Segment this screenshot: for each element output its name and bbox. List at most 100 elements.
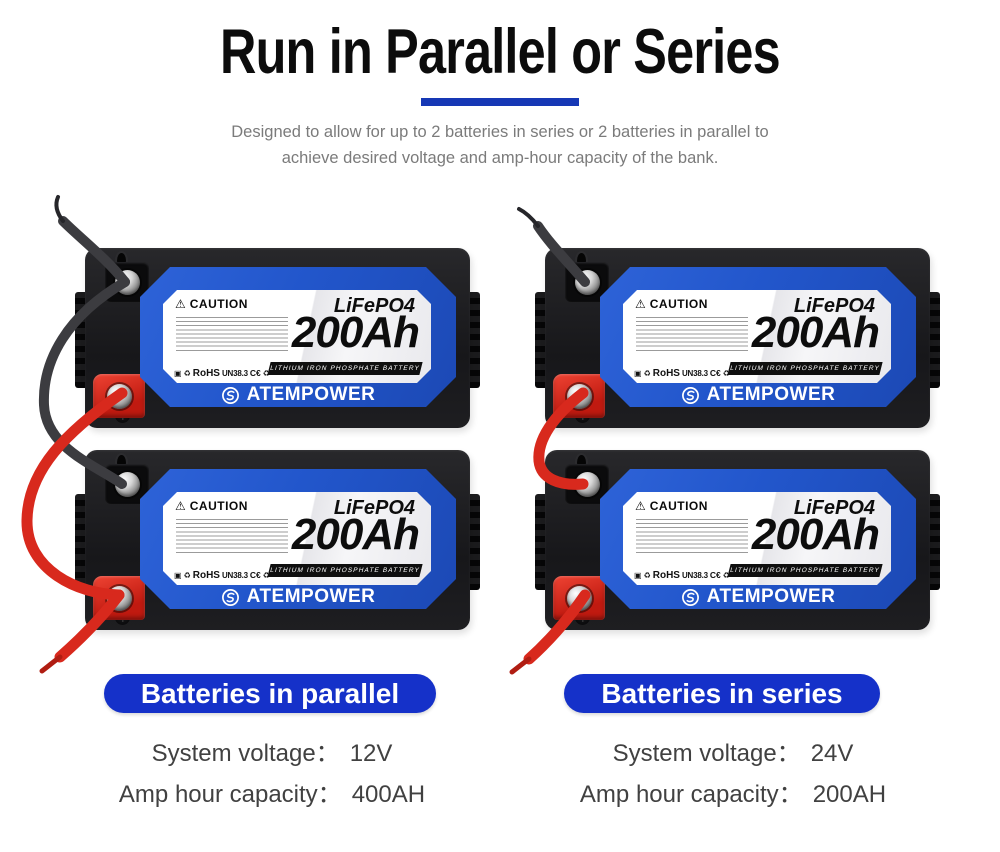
terminal-screw-icon <box>106 383 132 409</box>
caution-title: CAUTION <box>189 499 248 513</box>
brand-name: ATEMPOWER <box>706 586 836 607</box>
brand-logo: ATEMPOWER <box>140 586 456 608</box>
battery-type-bar: LITHIUM IRON PHOSPHATE BATTERY <box>267 362 422 375</box>
brand-name: ATEMPOWER <box>246 384 376 405</box>
cable-black-loose-right-tip <box>517 207 540 228</box>
caution-title: CAUTION <box>649 499 708 513</box>
spec-value: 12V <box>349 740 393 767</box>
ce-mark: C€ <box>249 570 261 580</box>
battery-type-text: LITHIUM IRON PHOSPHATE BATTERY <box>269 365 421 372</box>
fine-print <box>176 519 288 556</box>
title-divider <box>421 98 579 107</box>
certification-row: ▣ ♻ RoHS UN38.3 C€ ♻ <box>634 368 730 379</box>
certification-row: ▣ ♻ RoHS UN38.3 C€ ♻ <box>174 368 270 379</box>
un38-3-mark: UN38.3 <box>681 369 708 378</box>
battery-type-bar: LITHIUM IRON PHOSPHATE BATTERY <box>727 362 882 375</box>
label-panel: ⚠ CAUTION ▣ ♻ RoHS UN38.3 C€ ♻ LiFePO4 2… <box>140 469 456 609</box>
recycle-icon: ♻ <box>183 571 191 580</box>
label-panel: ⚠ CAUTION ▣ ♻ RoHS UN38.3 C€ ♻ LiFePO4 2… <box>600 267 916 407</box>
capacity-label: 200Ah <box>291 308 419 357</box>
battery-parallel-bottom: ⚠ CAUTION ▣ ♻ RoHS UN38.3 C€ ♻ LiFePO4 2… <box>75 450 480 630</box>
battery: ⚠ CAUTION ▣ ♻ RoHS UN38.3 C€ ♻ LiFePO4 2… <box>535 248 940 428</box>
rohs-mark: RoHS <box>652 368 680 379</box>
atempower-logo-icon <box>681 588 700 607</box>
terminal-screw-icon <box>566 383 592 409</box>
brand-name: ATEMPOWER <box>706 384 836 405</box>
caution-title: CAUTION <box>189 297 248 311</box>
warning-triangle-icon: ⚠ <box>175 499 186 513</box>
atempower-logo-icon <box>681 386 700 405</box>
battery-series-top: ⚠ CAUTION ▣ ♻ RoHS UN38.3 C€ ♻ LiFePO4 2… <box>535 248 940 428</box>
header: Run in Parallel or Series Designed to al… <box>0 0 1000 172</box>
chemistry-label: LiFePO4 <box>333 497 415 519</box>
battery: ⚠ CAUTION ▣ ♻ RoHS UN38.3 C€ ♻ LiFePO4 2… <box>75 450 480 630</box>
caution-heading: ⚠ CAUTION <box>635 499 708 513</box>
ce-mark: C€ <box>709 570 721 580</box>
atempower-logo-icon <box>221 588 240 607</box>
terminal-screw-icon <box>106 585 132 611</box>
un38-3-mark: UN38.3 <box>221 571 248 580</box>
spec-amp-hour: Amp hour capacity： 200AH <box>523 774 943 809</box>
positive-terminal <box>93 374 145 418</box>
chemistry-label: LiFePO4 <box>793 497 875 519</box>
product-label: ⚠ CAUTION ▣ ♻ RoHS UN38.3 C€ ♻ LiFePO4 2… <box>163 492 431 585</box>
terminal-screw-icon <box>574 471 600 497</box>
spec-label: Amp hour capacity： <box>579 781 803 808</box>
warning-triangle-icon: ⚠ <box>635 499 646 513</box>
product-label: ⚠ CAUTION ▣ ♻ RoHS UN38.3 C€ ♻ LiFePO4 2… <box>163 290 431 383</box>
chemistry-label: LiFePO4 <box>793 295 875 317</box>
recycle-icon: ♻ <box>262 369 270 378</box>
capacity-label: 200Ah <box>751 510 879 559</box>
capacity-label: 200Ah <box>291 510 419 559</box>
recycle-icon: ♻ <box>643 571 651 580</box>
subtitle: Designed to allow for up to 2 batteries … <box>0 119 1000 172</box>
page-title: Run in Parallel or Series <box>220 17 781 87</box>
un38-3-mark: UN38.3 <box>221 369 248 378</box>
parallel-badge: Batteries in parallel <box>104 674 436 713</box>
battery-series-bottom: ⚠ CAUTION ▣ ♻ RoHS UN38.3 C€ ♻ LiFePO4 2… <box>535 450 940 630</box>
spec-value: 200AH <box>812 781 887 808</box>
brand-logo: ATEMPOWER <box>140 384 456 406</box>
label-panel: ⚠ CAUTION ▣ ♻ RoHS UN38.3 C€ ♻ LiFePO4 2… <box>600 469 916 609</box>
atempower-logo-icon <box>221 386 240 405</box>
certification-row: ▣ ♻ RoHS UN38.3 C€ ♻ <box>634 570 730 581</box>
weee-bin-icon: ▣ <box>174 369 182 378</box>
rohs-mark: RoHS <box>192 570 220 581</box>
brand-name: ATEMPOWER <box>246 586 376 607</box>
weee-bin-icon: ▣ <box>174 571 182 580</box>
certification-row: ▣ ♻ RoHS UN38.3 C€ ♻ <box>174 570 270 581</box>
product-label: ⚠ CAUTION ▣ ♻ RoHS UN38.3 C€ ♻ LiFePO4 2… <box>623 492 891 585</box>
caution-heading: ⚠ CAUTION <box>175 297 248 311</box>
weee-bin-icon: ▣ <box>634 571 642 580</box>
battery-parallel-top: ⚠ CAUTION ▣ ♻ RoHS UN38.3 C€ ♻ LiFePO4 2… <box>75 248 480 428</box>
series-specs: System voltage：24V Amp hour capacity：200… <box>523 733 943 815</box>
positive-terminal <box>93 576 145 620</box>
fine-print <box>636 519 748 556</box>
product-label: ⚠ CAUTION ▣ ♻ RoHS UN38.3 C€ ♻ LiFePO4 2… <box>623 290 891 383</box>
label-panel: ⚠ CAUTION ▣ ♻ RoHS UN38.3 C€ ♻ LiFePO4 2… <box>140 267 456 407</box>
positive-terminal <box>553 374 605 418</box>
cable-red-loose-left-bottom-tip <box>39 654 63 674</box>
fine-print <box>176 317 288 354</box>
rohs-mark: RoHS <box>192 368 220 379</box>
terminal-screw-icon <box>574 269 600 295</box>
battery: ⚠ CAUTION ▣ ♻ RoHS UN38.3 C€ ♻ LiFePO4 2… <box>535 450 940 630</box>
brand-logo: ATEMPOWER <box>600 384 916 406</box>
ce-mark: C€ <box>709 368 721 378</box>
caution-heading: ⚠ CAUTION <box>175 499 248 513</box>
recycle-icon: ♻ <box>643 369 651 378</box>
cable-black-loose-left-tip <box>54 195 65 223</box>
rohs-mark: RoHS <box>652 570 680 581</box>
caution-title: CAUTION <box>649 297 708 311</box>
spec-amp-hour: Amp hour capacity：400AH <box>62 774 482 809</box>
spec-value: 24V <box>810 740 854 767</box>
recycle-icon: ♻ <box>722 571 730 580</box>
parallel-specs: System voltage：12V Amp hour capacity：400… <box>62 733 482 815</box>
recycle-icon: ♻ <box>262 571 270 580</box>
warning-triangle-icon: ⚠ <box>635 297 646 311</box>
chemistry-label: LiFePO4 <box>333 295 415 317</box>
battery-type-text: LITHIUM IRON PHOSPHATE BATTERY <box>729 567 881 574</box>
subtitle-line-1: Designed to allow for up to 2 batteries … <box>231 123 769 142</box>
recycle-icon: ♻ <box>722 369 730 378</box>
